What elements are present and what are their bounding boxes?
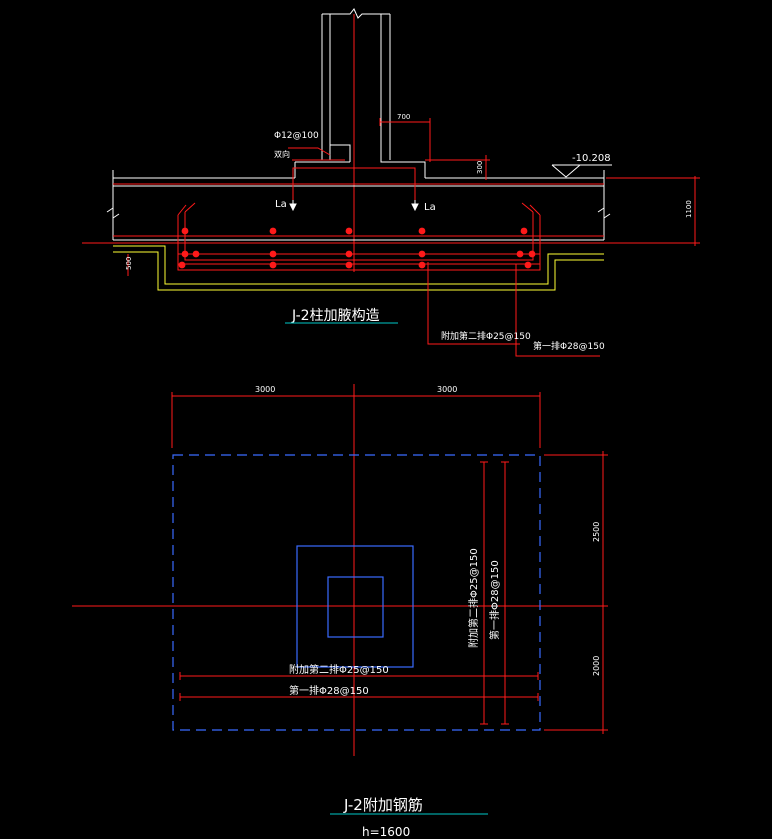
dim-right-bottom-text: 2000 (592, 656, 601, 676)
rebar-top-label: Φ12@100 (274, 131, 319, 141)
label-v-first: 第一排Φ28@150 (488, 560, 501, 640)
anchor-left-label: La (275, 199, 287, 210)
cushion-lines (113, 245, 604, 291)
dim-700-text: 700 (397, 113, 410, 121)
haunch-outline (296, 545, 414, 668)
label-h-first: 第一排Φ28@150 (289, 684, 369, 697)
plan-dimension-lines (72, 384, 608, 756)
leader-first-label: 第一排Φ28@150 (533, 340, 605, 352)
label-h-second: 附加第二排Φ25@150 (289, 663, 389, 676)
dim-top-right-text: 3000 (437, 385, 457, 394)
plan-view: 3000 3000 2500 2000 附加第二排Φ25@150 第一排Φ28@… (72, 384, 608, 839)
dim-right-top-text: 2500 (592, 522, 601, 542)
section-view: -10.208 (82, 8, 700, 357)
column-outline-plan (327, 576, 384, 638)
rebar-dots (178, 227, 536, 269)
anchor-right-label: La (424, 202, 436, 213)
plan-title: J-2附加钢筋 (343, 796, 423, 814)
elevation-marker: -10.208 (551, 153, 612, 178)
rebar-lines (82, 118, 700, 357)
dim-300-text: 300 (476, 161, 484, 174)
leader-second-label: 附加第二排Φ25@150 (441, 330, 531, 342)
rebar-side-label: 双向 (274, 149, 290, 159)
foundation-outline (172, 454, 541, 731)
dim-top-left-text: 3000 (255, 385, 275, 394)
label-v-second: 附加第二排Φ25@150 (467, 548, 480, 648)
section-title: J-2柱加腋构造 (291, 308, 380, 324)
dim-1100-text: 1100 (685, 200, 693, 218)
elevation-text: -10.208 (572, 153, 611, 164)
dim-500-text: 500 (125, 257, 133, 270)
column-outline (294, 8, 426, 178)
plan-subtitle: h=1600 (362, 825, 410, 839)
slab-outline (106, 170, 611, 241)
anchor-arrows (289, 200, 419, 212)
